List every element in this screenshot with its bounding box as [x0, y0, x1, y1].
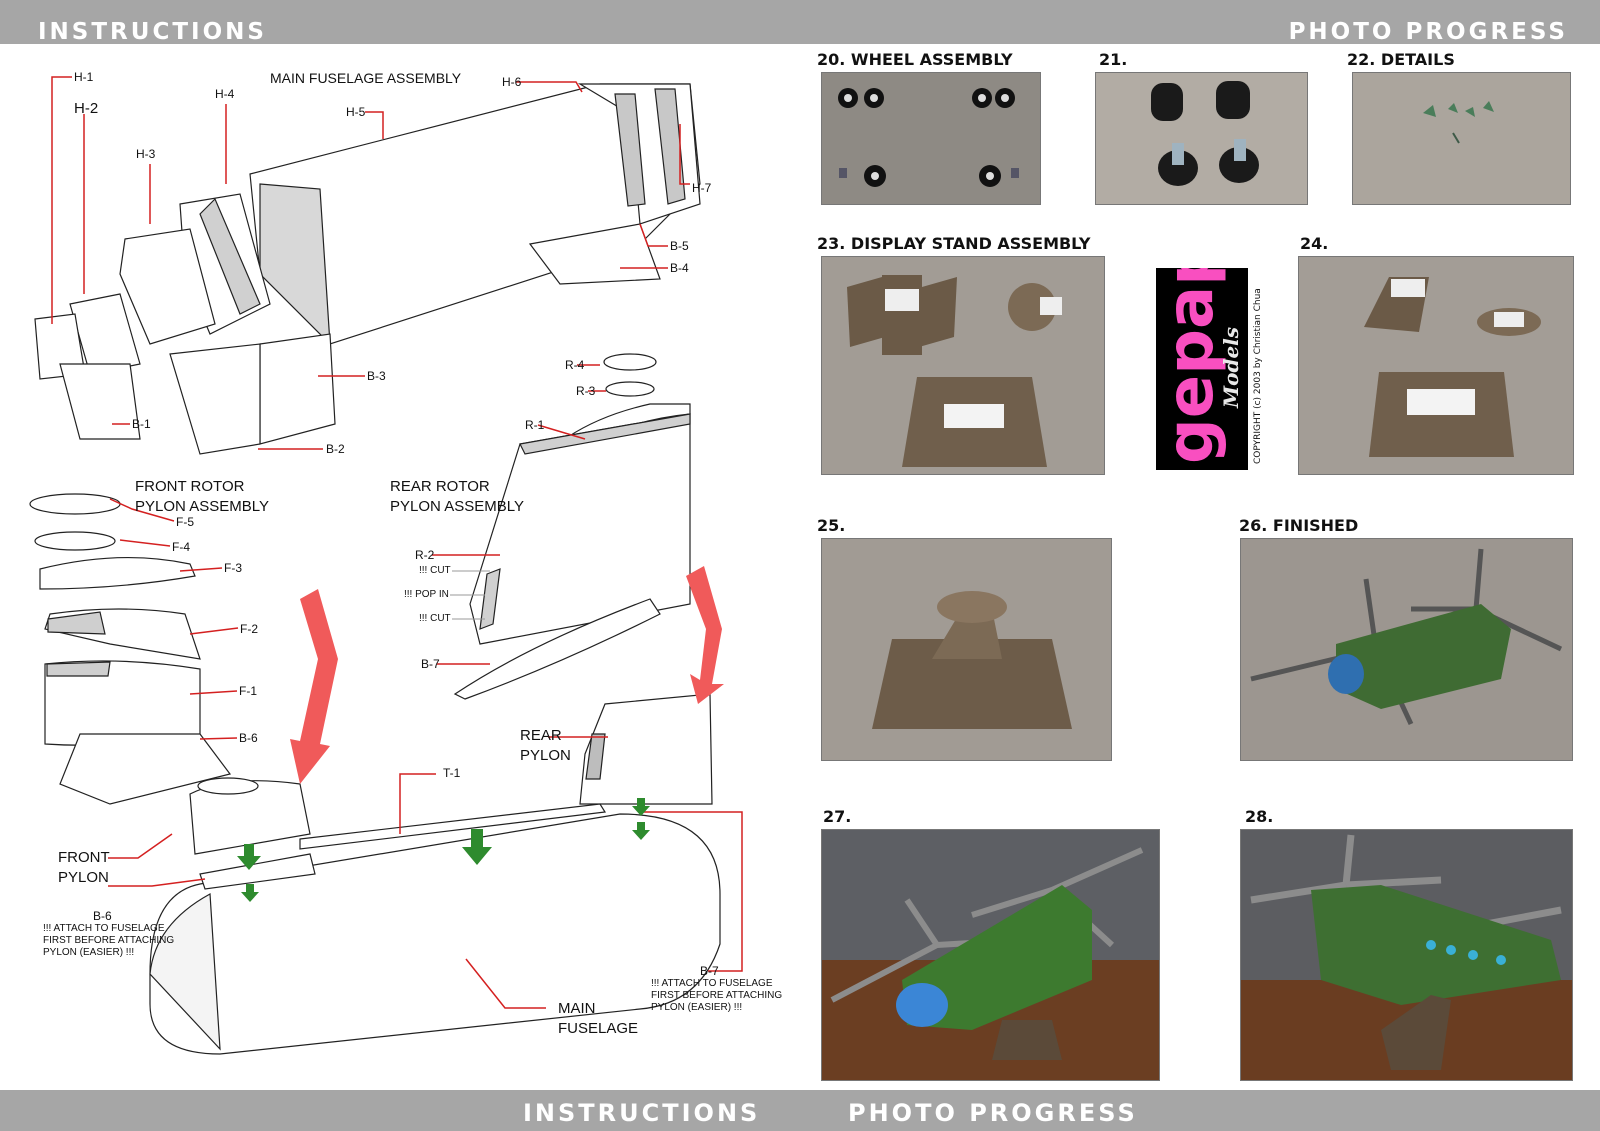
main-fuselage-line1: MAIN	[558, 1000, 596, 1017]
photo-title-20: 20. WHEEL ASSEMBLY	[817, 50, 1013, 69]
photo-28-model-front	[1240, 829, 1573, 1081]
front-pylon-line1: FRONT	[58, 849, 110, 866]
part-label-h6: H-6	[502, 75, 522, 89]
photo-title-28: 28.	[1245, 807, 1274, 826]
photo-27-drawing	[822, 847, 1159, 1080]
note-cut-2: !!! CUT	[419, 613, 451, 624]
rear-rotor-title-line2: PYLON ASSEMBLY	[390, 498, 524, 515]
b6-note-line2: FIRST BEFORE ATTACHING	[43, 935, 175, 946]
part-label-h7: H-7	[692, 181, 712, 195]
photo-title-26: 26. FINISHED	[1239, 516, 1359, 535]
photo-26-drawing	[1250, 548, 1563, 726]
part-label-b2: B-2	[326, 442, 345, 456]
b7-note-line3: PYLON (EASIER) !!!	[651, 1002, 743, 1013]
main-fuselage-assembly-title: MAIN FUSELAGE ASSEMBLY	[270, 70, 462, 86]
top-header-band: Instructions Photo Progress	[0, 0, 1600, 45]
front-rotor-title-line1: FRONT ROTOR	[135, 478, 245, 495]
b7-attach-note: !!! ATTACH TO FUSELAGE FIRST BEFORE ATTA…	[651, 978, 782, 1014]
part-label-f2: F-2	[240, 622, 258, 636]
part-label-r1: R-1	[525, 418, 545, 432]
part-label-f5: F-5	[176, 515, 194, 529]
rear-pylon-line2: PYLON	[520, 747, 571, 764]
photo-21-wheels	[1095, 72, 1308, 205]
part-label-h1: H-1	[74, 70, 94, 84]
bottom-footer-band: Instructions Photo Progress	[0, 1090, 1600, 1131]
part-label-f4: F-4	[172, 540, 190, 554]
main-fuselage-line2: FUSELAGE	[558, 1020, 639, 1037]
gepap-models-logo: gepap Models COPYRIGHT (c) 2003 by Chris…	[1156, 268, 1263, 470]
part-label-b4: B-4	[670, 261, 689, 275]
part-label-t1: T-1	[443, 766, 461, 780]
photo-title-27: 27.	[823, 807, 852, 826]
part-label-f1: F-1	[239, 684, 257, 698]
part-label-b6: B-6	[93, 909, 112, 923]
photo-23-drawing	[847, 275, 1062, 467]
rear-pylon-line1: REAR	[520, 727, 562, 744]
photo-25-stand-complete	[821, 538, 1112, 761]
part-label-r2: R-2	[415, 548, 435, 562]
part-label-r3: R-3	[576, 384, 596, 398]
instructions-diagram: MAIN FUSELAGE ASSEMBLY H-1 H-2 H-3 H-4 H…	[0, 44, 790, 1090]
b6-note-line3: PYLON (EASIER) !!!	[43, 947, 135, 958]
photo-22-details	[1352, 72, 1571, 205]
photo-21-drawing	[1151, 81, 1259, 186]
photo-27-model-side	[821, 829, 1160, 1081]
photo-20-wheel-assembly	[821, 72, 1041, 205]
part-label-b7: B-7	[700, 964, 719, 978]
logo-sub: Models	[1219, 327, 1243, 409]
logo-copyright: COPYRIGHT (c) 2003 by Christian Chua	[1253, 288, 1263, 464]
footer-right-title: Photo Progress	[848, 1099, 1138, 1127]
header-left-title: Instructions	[38, 19, 267, 45]
logo-wordmark: gepap	[1156, 268, 1228, 464]
part-label-b1: B-1	[132, 417, 151, 431]
header-right-title: Photo Progress	[1288, 19, 1568, 45]
part-label-b7-upper: B-7	[421, 657, 440, 671]
part-label-b6-upper: B-6	[239, 731, 258, 745]
rear-rotor-title-line1: REAR ROTOR	[390, 478, 490, 495]
footer-left-title: Instructions	[523, 1099, 761, 1127]
photo-20-drawing	[838, 88, 1019, 187]
b7-note-line1: !!! ATTACH TO FUSELAGE	[651, 978, 773, 989]
photo-title-25: 25.	[817, 516, 846, 535]
photo-title-22: 22. DETAILS	[1347, 50, 1455, 69]
part-label-h3: H-3	[136, 147, 156, 161]
photo-25-drawing	[872, 591, 1072, 729]
part-label-h4: H-4	[215, 87, 235, 101]
photo-title-23: 23. DISPLAY STAND ASSEMBLY	[817, 234, 1091, 253]
photo-26-finished	[1240, 538, 1573, 761]
part-label-b3: B-3	[367, 369, 386, 383]
part-label-f3: F-3	[224, 561, 242, 575]
b6-attach-note: !!! ATTACH TO FUSELAGE FIRST BEFORE ATTA…	[43, 923, 174, 959]
part-label-h2: H-2	[74, 100, 99, 117]
part-label-r4: R-4	[565, 358, 585, 372]
front-pylon-line2: PYLON	[58, 869, 109, 886]
diagram-drawing	[29, 76, 743, 1055]
part-label-b5: B-5	[670, 239, 689, 253]
note-pop-in: !!! POP IN	[404, 589, 449, 600]
photo-24-stand	[1298, 256, 1574, 475]
photo-23-display-stand-assembly	[821, 256, 1105, 475]
part-label-h5: H-5	[346, 105, 366, 119]
front-rotor-title-line2: PYLON ASSEMBLY	[135, 498, 269, 515]
photo-24-drawing	[1364, 277, 1541, 457]
photo-title-21: 21.	[1099, 50, 1128, 69]
photo-28-drawing	[1241, 834, 1572, 1080]
b7-note-line2: FIRST BEFORE ATTACHING	[651, 990, 783, 1001]
b6-note-line1: !!! ATTACH TO FUSELAGE	[43, 923, 165, 934]
note-cut-1: !!! CUT	[419, 565, 451, 576]
photo-22-drawing	[1423, 101, 1494, 144]
photo-title-24: 24.	[1300, 234, 1329, 253]
